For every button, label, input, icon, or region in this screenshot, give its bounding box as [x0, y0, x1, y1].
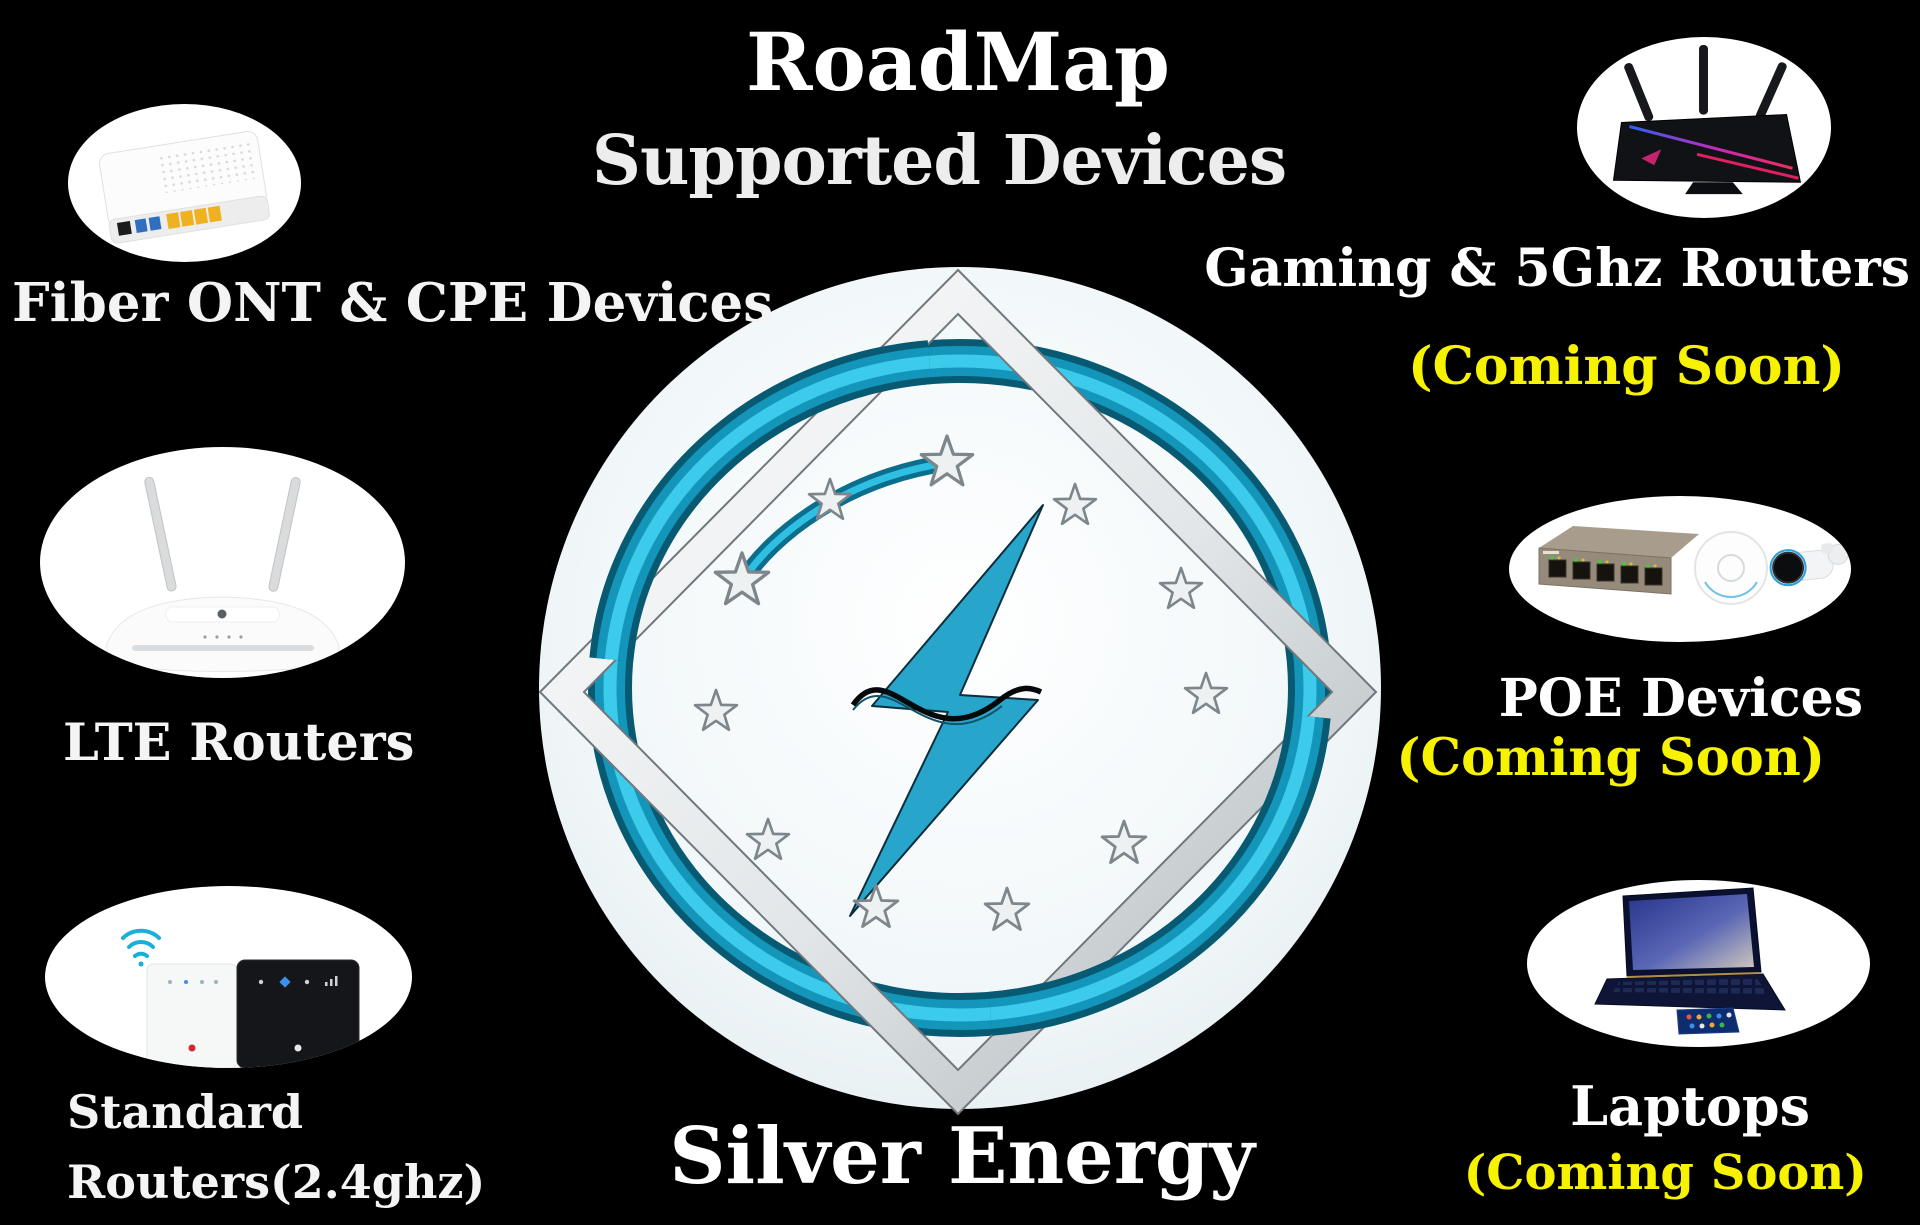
label-poe-devices: POE Devices: [1498, 668, 1863, 729]
fiber-ont-image: [68, 104, 301, 262]
wifi-icon: [121, 928, 161, 967]
status-laptops-coming-soon: (Coming Soon): [1463, 1145, 1867, 1201]
standard-routers-illustration: [121, 928, 360, 1068]
gaming-router-illustration: [1612, 44, 1802, 195]
lightning-bolt-icon: [849, 504, 1044, 917]
label-standard-line1: Standard: [67, 1085, 304, 1139]
teal-ring-weave: [589, 340, 1331, 1036]
page-subtitle: Supported Devices: [591, 121, 1287, 201]
teal-ring: [588, 339, 1332, 1037]
poe-devices-image: [1509, 496, 1851, 642]
laptop-image: [1527, 880, 1870, 1047]
page-title: RoadMap: [746, 15, 1170, 109]
label-gaming-routers: Gaming & 5Ghz Routers: [1204, 238, 1910, 299]
laptop-illustration: [1594, 887, 1786, 1035]
brand-name: Silver Energy: [669, 1111, 1255, 1202]
label-lte-routers: LTE Routers: [63, 713, 415, 773]
standard-routers-image: [45, 886, 412, 1068]
comet-arc: [733, 454, 955, 591]
label-standard-line2: Routers(2.4ghz): [67, 1154, 486, 1209]
label-laptops: Laptops: [1570, 1074, 1810, 1138]
silver-diamond: [538, 268, 1378, 1116]
lte-router-image: [40, 447, 405, 678]
status-poe-coming-soon: (Coming Soon): [1396, 728, 1825, 788]
gaming-router-image: [1577, 37, 1831, 218]
poe-devices-illustration: [1538, 526, 1849, 605]
fiber-ont-illustration: [99, 130, 270, 244]
label-fiber-ont: Fiber ONT & CPE Devices: [12, 272, 774, 334]
label-standard-routers: Standard Routers(2.4ghz): [67, 1078, 485, 1218]
lte-router-illustration: [105, 476, 340, 672]
status-gaming-coming-soon: (Coming Soon): [1407, 336, 1845, 397]
